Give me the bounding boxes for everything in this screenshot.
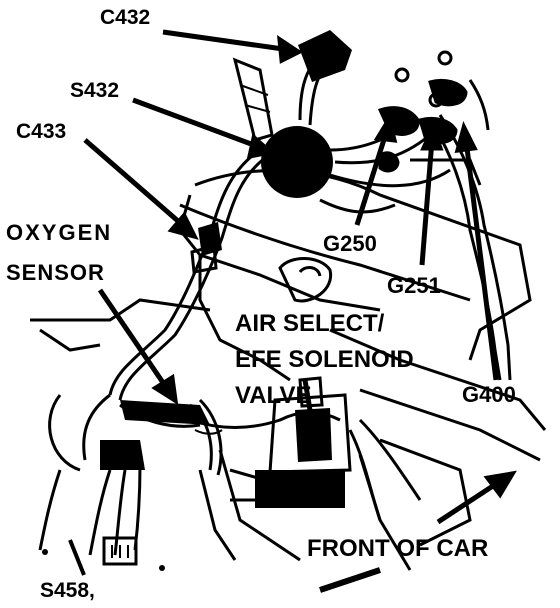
label-c432: C432 (100, 6, 151, 29)
label-g251: G251 (387, 273, 441, 298)
connector-c433-icon (190, 222, 222, 274)
label-front-of-car: FRONT OF CAR (307, 535, 489, 562)
label-g250: G250 (323, 231, 377, 256)
label-air-select-line1: AIR SELECT/ (235, 310, 385, 337)
connector-c432-icon (232, 30, 352, 142)
pointer-arrows (83, 29, 517, 593)
label-c433: C433 (16, 120, 67, 143)
oxygen-sensor-connector-icon (120, 398, 223, 476)
label-s432: S432 (70, 79, 120, 102)
ground-terminals-icon (377, 50, 490, 186)
label-air-select-line3: VALVE (235, 382, 312, 409)
label-oxygen-sensor-line2: SENSOR (6, 260, 105, 285)
label-air-select-line2: EFE SOLENOID (235, 346, 414, 373)
label-s458: S458, (40, 579, 95, 602)
solenoid-valve-icon (229, 376, 352, 508)
splice-s432-icon (261, 126, 333, 198)
label-oxygen-sensor-line1: OXYGEN (6, 220, 113, 245)
label-g400: G400 (462, 382, 516, 407)
connector-s458-icon (42, 440, 165, 576)
